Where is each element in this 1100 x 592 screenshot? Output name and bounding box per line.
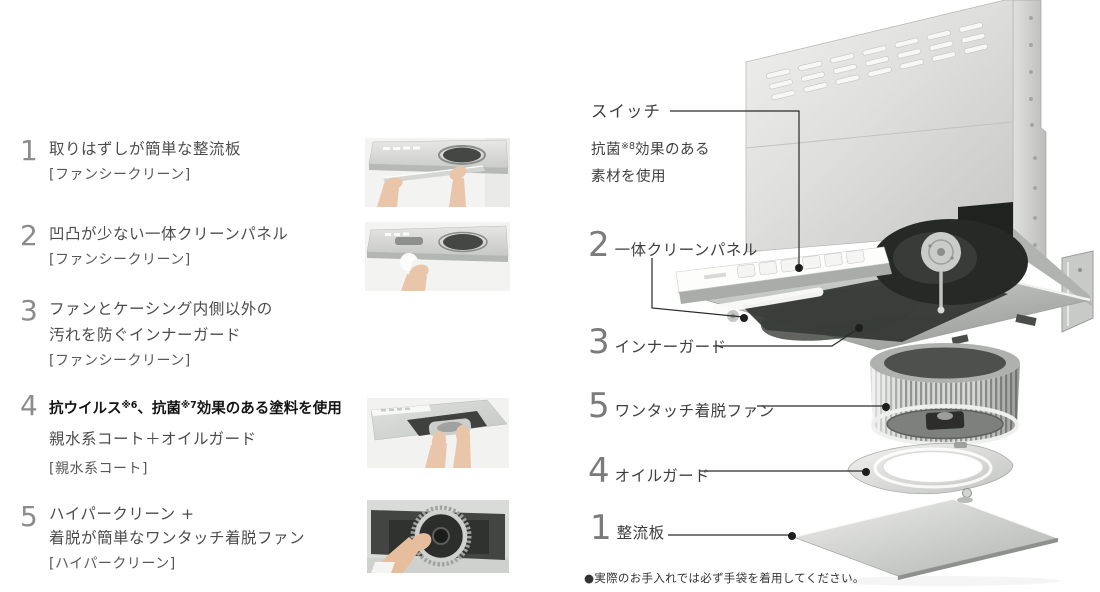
feature-text: 汚れを防ぐインナーガード	[49, 326, 242, 344]
callout-label: 一体クリーンパネル	[614, 241, 758, 259]
text-segment: 効果のある塗料を使用	[196, 401, 342, 417]
feature-text: 着脱が簡単なワンタッチ着脱ファン	[49, 529, 306, 547]
callout-dot-switch	[795, 264, 803, 272]
callout-label: オイルガード	[614, 467, 711, 485]
leader-line-inner-guard	[713, 328, 859, 347]
feature-item-5: 5 ハイパークリーン + 着脱が簡単なワンタッチ着脱ファン [ハイパークリーン]	[20, 502, 305, 578]
text-segment: 抗菌	[591, 142, 621, 158]
feature-bracket: [ファンシークリーン]	[49, 167, 191, 183]
switch-description: 抗菌※8効果のある 素材を使用	[591, 133, 710, 191]
photo-oil-guard-removal	[367, 398, 509, 468]
fan-wheel	[870, 343, 1020, 446]
callout-fan: 5 ワンタッチ着脱ファン	[588, 389, 775, 423]
feature-item-3: 3 ファンとケーシング内側以外の 汚れを防ぐインナーガード [ファンシークリーン…	[20, 296, 273, 374]
text-segment: 効果のある	[635, 142, 711, 158]
feature-number: 1	[20, 134, 38, 167]
vent-slots	[766, 22, 988, 100]
oil-guard-plate	[847, 442, 1014, 495]
callout-dot-clean-panel	[740, 314, 748, 322]
motor-hub	[921, 232, 961, 272]
range-hood-body	[745, 0, 1014, 253]
callout-number: 3	[588, 322, 610, 362]
callout-label: 整流板	[616, 524, 665, 542]
callout-clean-panel: 2 一体クリーンパネル	[588, 228, 758, 262]
callout-label: インナーガード	[614, 338, 727, 356]
footnote-marker: ※7	[180, 400, 197, 411]
callout-number: 2	[588, 225, 610, 265]
side-bracket	[1061, 250, 1094, 333]
callout-dot-fan	[882, 403, 890, 411]
feature-number: 2	[20, 219, 38, 252]
callout-number: 5	[588, 386, 610, 426]
feature-number: 5	[20, 500, 38, 533]
feature-bracket: [親水系コート]	[49, 461, 148, 477]
callout-switch: スイッチ 抗菌※8効果のある 素材を使用	[591, 98, 710, 191]
callout-dot-baffle	[788, 532, 796, 540]
feature-number: 3	[20, 294, 38, 327]
feature-text: ファンとケーシング内側以外の	[49, 300, 273, 318]
switch-label: スイッチ	[591, 102, 661, 121]
callout-inner-guard: 3 インナーガード	[588, 325, 727, 359]
mounting-bracket	[1012, 0, 1047, 261]
photo-panel-wiping	[365, 222, 510, 291]
leader-line-clean-panel	[651, 258, 744, 318]
callout-dot-inner-guard	[855, 324, 863, 332]
feature-item-1: 1 取りはずしが簡単な整流板 [ファンシークリーン]	[20, 136, 241, 188]
text-segment: 、抗菌	[137, 401, 181, 417]
feature-item-4: 4 抗ウイルス※6、抗菌※7効果のある塗料を使用 親水系コート＋オイルガード […	[20, 391, 342, 484]
feature-number: 4	[20, 389, 38, 422]
feature-bracket: [ファンシークリーン]	[49, 353, 191, 369]
feature-text: 取りはずしが簡単な整流板	[49, 140, 242, 158]
callout-label: ワンタッチ着脱ファン	[614, 402, 775, 420]
inner-guard-area	[742, 272, 1008, 342]
feature-bracket: [ファンシークリーン]	[49, 252, 191, 268]
text-segment: 抗ウイルス	[49, 401, 122, 417]
feature-text-emphasis: 抗ウイルス※6、抗菌※7効果のある塗料を使用	[49, 391, 342, 424]
callout-number: 1	[590, 508, 612, 548]
photo-baffle-removal	[365, 138, 510, 207]
feature-text: 凹凸が少ない一体クリーンパネル	[49, 225, 289, 243]
callout-baffle: 1 整流板	[590, 511, 665, 545]
text-segment: 素材を使用	[591, 169, 666, 185]
light-slot	[712, 287, 824, 314]
footnote-marker: ※8	[621, 141, 636, 152]
callout-oil-guard: 4 オイルガード	[588, 454, 710, 488]
feature-item-2: 2 凹凸が少ない一体クリーンパネル [ファンシークリーン]	[20, 221, 288, 273]
callout-dot-oil-guard	[862, 468, 870, 476]
feature-text: 親水系コート＋オイルガード	[49, 430, 257, 448]
footnote-marker: ※6	[121, 400, 138, 411]
feature-bracket: [ハイパークリーン]	[49, 556, 176, 572]
feature-text: ハイパークリーン +	[49, 505, 195, 523]
fan-cavity	[872, 219, 1028, 314]
callout-number: 4	[588, 451, 610, 491]
photo-fan-removal	[367, 500, 509, 573]
caution-note: ●実際のお手入れでは必ず手袋を着用してください。	[584, 571, 865, 585]
